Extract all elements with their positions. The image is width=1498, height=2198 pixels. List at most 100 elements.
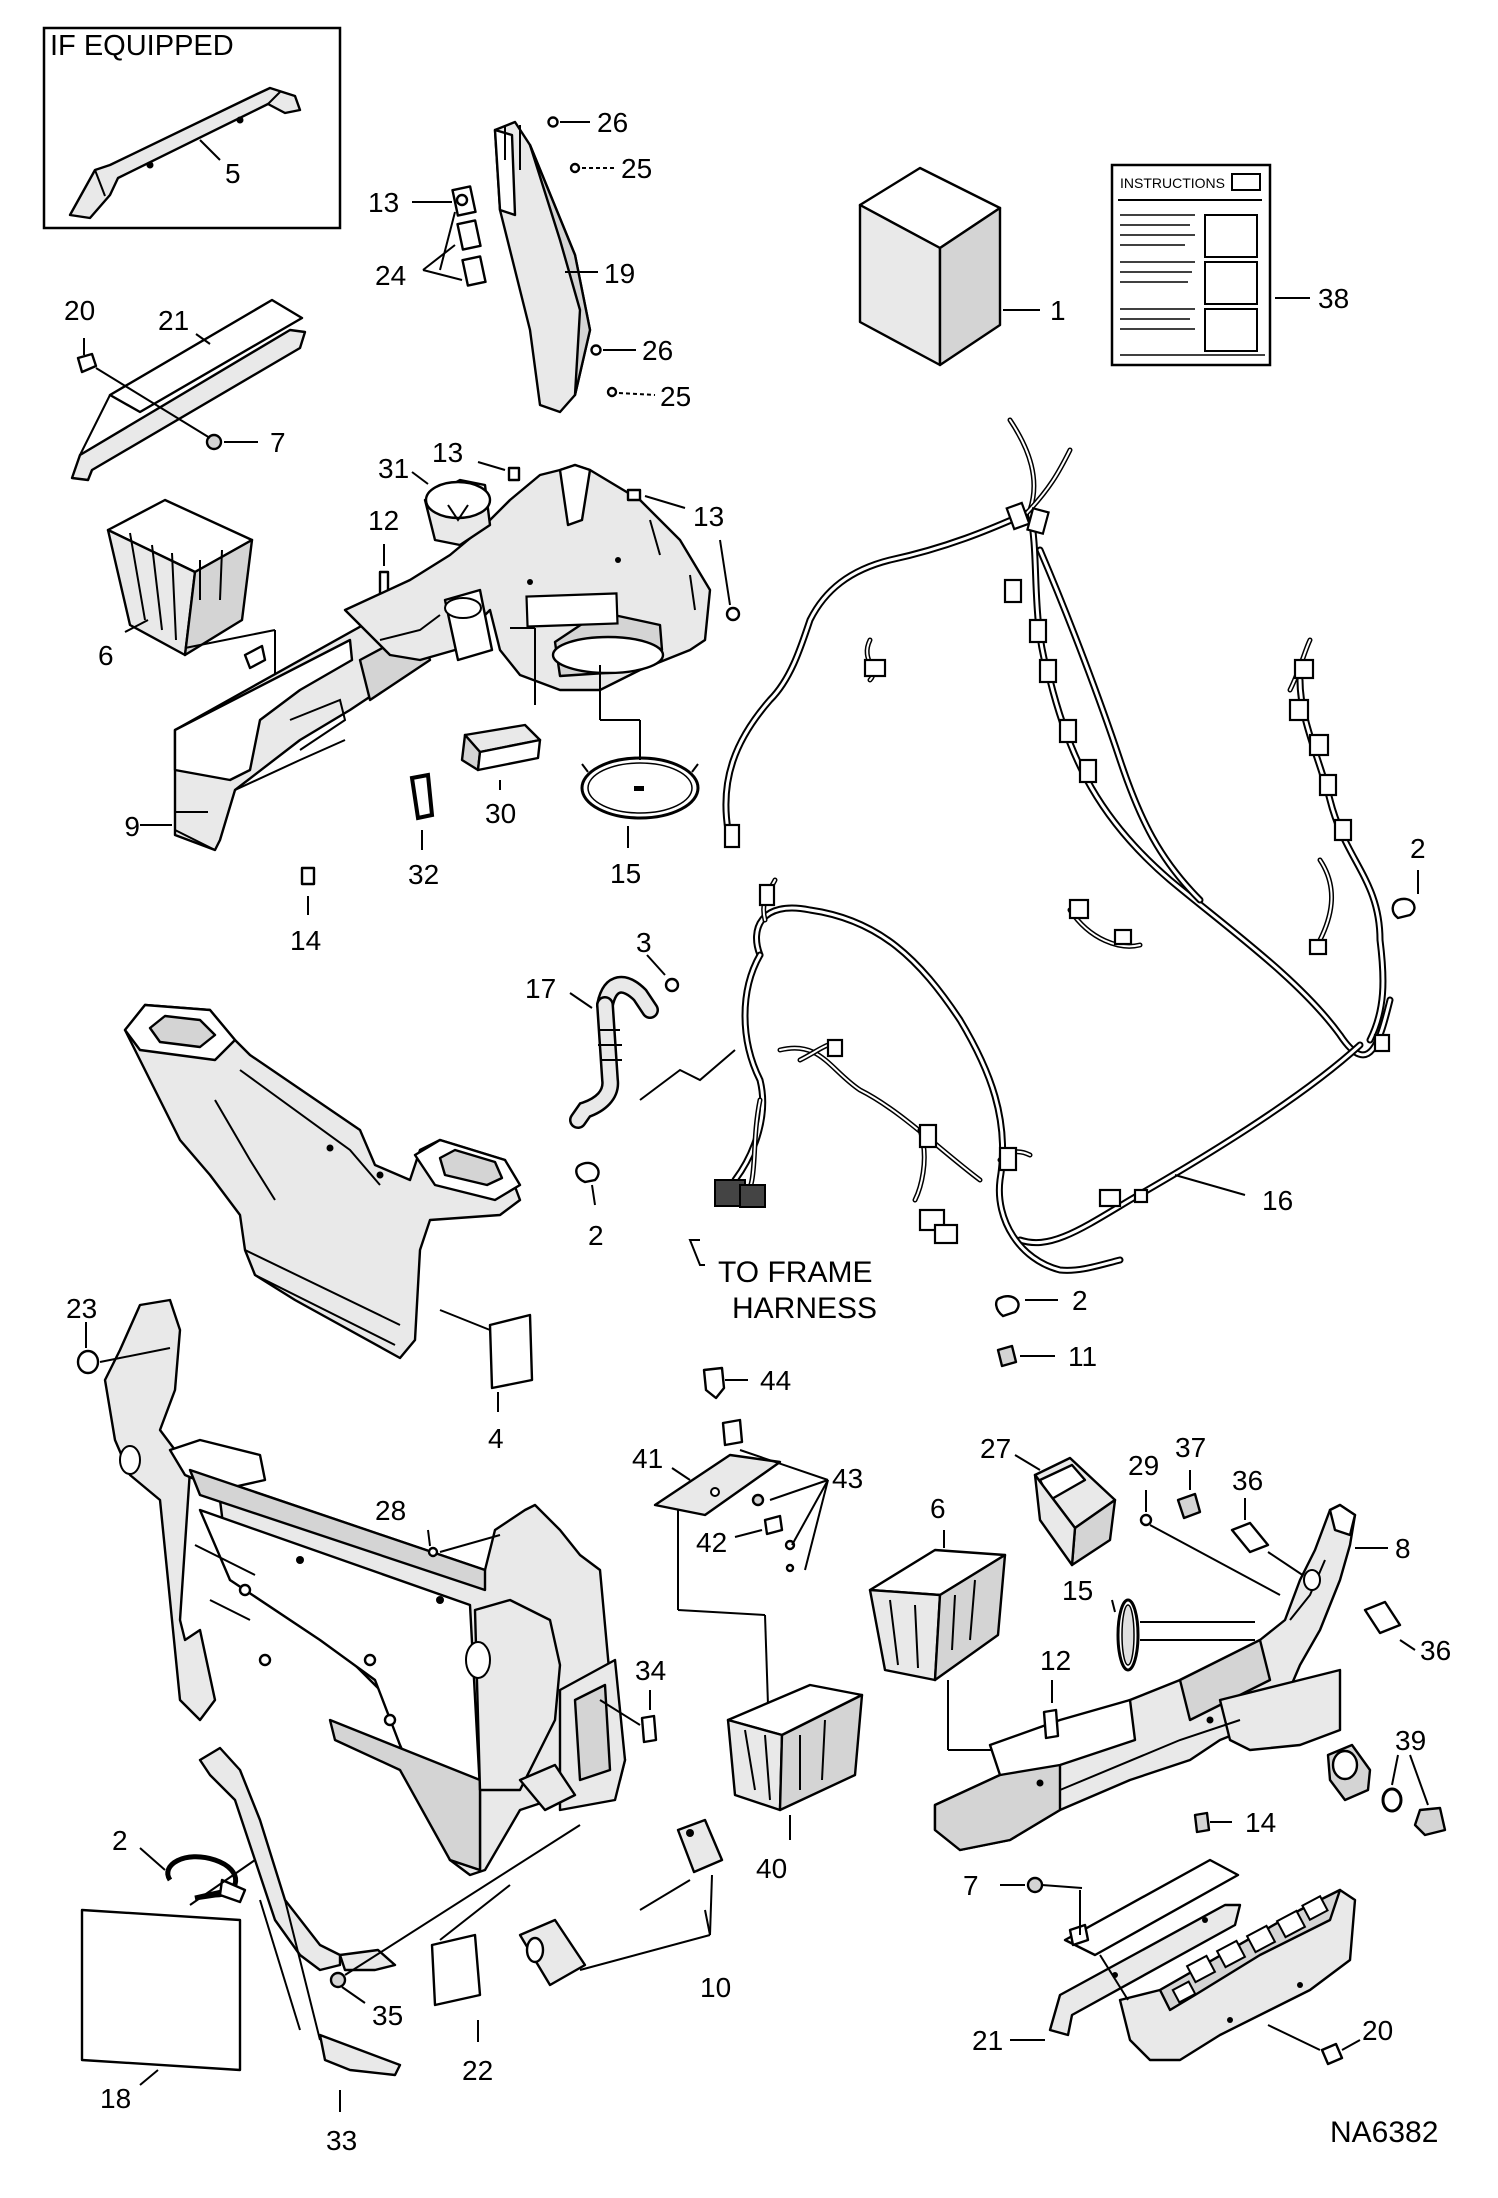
part-40-storage-bin bbox=[726, 1683, 864, 1812]
callout-33: 33 bbox=[326, 2125, 357, 2156]
callout-15-lower: 15 bbox=[1062, 1575, 1093, 1606]
callout-2-lower: 2 bbox=[1072, 1285, 1088, 1316]
cab-frame-panel bbox=[103, 1298, 627, 1877]
callout-3: 3 bbox=[636, 927, 652, 958]
part-25-screw-a bbox=[569, 162, 581, 174]
part-15-speaker-grille-top bbox=[580, 752, 700, 820]
heater-duct-assembly bbox=[123, 1003, 522, 1360]
callout-5: 5 bbox=[225, 158, 241, 189]
part-32-grommet bbox=[409, 772, 435, 821]
callout-14-top: 14 bbox=[290, 925, 321, 956]
part-43-nut bbox=[751, 1493, 765, 1507]
part-43-bezel bbox=[721, 1418, 744, 1447]
part-5-bracket bbox=[68, 86, 302, 220]
callout-28: 28 bbox=[375, 1495, 406, 1526]
callout-29: 29 bbox=[1128, 1450, 1159, 1481]
callout-24: 24 bbox=[375, 260, 406, 291]
callout-12-lower: 12 bbox=[1040, 1645, 1071, 1676]
callout-23: 23 bbox=[66, 1293, 97, 1324]
part-10-covers bbox=[518, 1818, 724, 1987]
callout-19: 19 bbox=[604, 258, 635, 289]
part-21-bracket-lower bbox=[1048, 1858, 1242, 2037]
callout-42: 42 bbox=[696, 1527, 727, 1558]
part-2-clamp-hose bbox=[575, 1161, 600, 1184]
part-11-fastener bbox=[996, 1344, 1018, 1368]
part-42-connector bbox=[763, 1514, 784, 1536]
part-41-panel bbox=[653, 1453, 782, 1517]
upper-console-shell bbox=[343, 463, 712, 692]
part-6-storage-bin-top bbox=[106, 498, 254, 657]
callout-27: 27 bbox=[980, 1433, 1011, 1464]
part-28-plug bbox=[427, 1546, 439, 1558]
callout-16: 16 bbox=[1262, 1185, 1293, 1216]
part-12-bolt-lower bbox=[1042, 1708, 1060, 1740]
callout-25-b: 25 bbox=[660, 381, 691, 412]
part-4-label bbox=[488, 1313, 534, 1390]
part-20-bolt-lower bbox=[1320, 2042, 1344, 2066]
callout-11: 11 bbox=[1068, 1341, 1097, 1372]
callout-1: 1 bbox=[1050, 295, 1066, 326]
callout-18: 18 bbox=[100, 2083, 131, 2114]
part-13-screw-a bbox=[455, 193, 469, 207]
part-36-light-a bbox=[1230, 1521, 1270, 1554]
part-36-light-b bbox=[1363, 1600, 1402, 1635]
callout-38: 38 bbox=[1318, 283, 1349, 314]
part-13-screw-c bbox=[626, 488, 642, 502]
callout-13-c: 13 bbox=[693, 501, 724, 532]
callout-30: 30 bbox=[485, 798, 516, 829]
part-18-panel bbox=[80, 1908, 242, 2072]
part-26-screw-b bbox=[590, 344, 602, 356]
callout-20-top: 20 bbox=[64, 295, 95, 326]
part-13-screw-d bbox=[725, 606, 741, 622]
part-14-bolt-lower bbox=[1193, 1811, 1211, 1834]
callout-31: 31 bbox=[378, 453, 409, 484]
callout-22: 22 bbox=[462, 2055, 493, 2086]
part-15-speaker-lower bbox=[1116, 1598, 1140, 1672]
callout-17: 17 bbox=[525, 973, 556, 1004]
callout-7-lower: 7 bbox=[963, 1870, 979, 1901]
part-20-bolt bbox=[76, 352, 98, 374]
part-34-bolt bbox=[640, 1714, 658, 1744]
part-23-plug bbox=[76, 1349, 100, 1375]
part-7-nut-top bbox=[205, 433, 223, 451]
callout-36-b: 36 bbox=[1420, 1635, 1451, 1666]
instructions-header: INSTRUCTIONS bbox=[1120, 175, 1225, 191]
part-26-screw-a bbox=[547, 116, 559, 128]
callout-39: 39 bbox=[1395, 1725, 1426, 1756]
part-30-vent bbox=[460, 723, 542, 772]
callout-7-top: 7 bbox=[270, 427, 286, 458]
callout-6-top: 6 bbox=[98, 640, 114, 671]
part-8-lower-console bbox=[933, 1503, 1357, 1852]
callout-2-hose: 2 bbox=[588, 1220, 604, 1251]
callout-2-lowerleft: 2 bbox=[112, 1825, 128, 1856]
part-35-screw bbox=[329, 1971, 347, 1989]
part-16-wiring-harness bbox=[714, 417, 1394, 1274]
callout-8: 8 bbox=[1395, 1533, 1411, 1564]
part-2-clamp-right bbox=[1391, 897, 1416, 920]
if-equipped-inset: IF EQUIPPED 5 bbox=[42, 26, 342, 230]
part-31-cup-holder bbox=[423, 478, 492, 547]
callout-25-a: 25 bbox=[621, 153, 652, 184]
part-1-kit-box bbox=[858, 166, 1002, 367]
callout-2-right: 2 bbox=[1410, 833, 1426, 864]
callout-9: 9 bbox=[124, 811, 140, 842]
callout-44: 44 bbox=[760, 1365, 791, 1396]
part-20-lower-cover bbox=[1118, 1888, 1357, 2062]
callout-14-lower: 14 bbox=[1245, 1807, 1276, 1838]
part-6-storage-bin-lower bbox=[868, 1548, 1007, 1682]
part-27-vent-lower bbox=[1033, 1456, 1117, 1567]
callout-13-a: 13 bbox=[368, 187, 399, 218]
callout-15-top: 15 bbox=[610, 858, 641, 889]
callout-13-b: 13 bbox=[432, 437, 463, 468]
part-22-pad bbox=[430, 1933, 482, 2007]
part-3-screw bbox=[664, 977, 680, 993]
callout-21-top: 21 bbox=[158, 305, 189, 336]
part-39-switch-assembly bbox=[1326, 1743, 1447, 1837]
callout-34: 34 bbox=[635, 1655, 666, 1686]
part-38-instructions: INSTRUCTIONS bbox=[1110, 163, 1272, 367]
part-25-screw-b bbox=[606, 386, 618, 398]
callout-20-lower: 20 bbox=[1362, 2015, 1393, 2046]
part-37-connector bbox=[1176, 1492, 1202, 1520]
